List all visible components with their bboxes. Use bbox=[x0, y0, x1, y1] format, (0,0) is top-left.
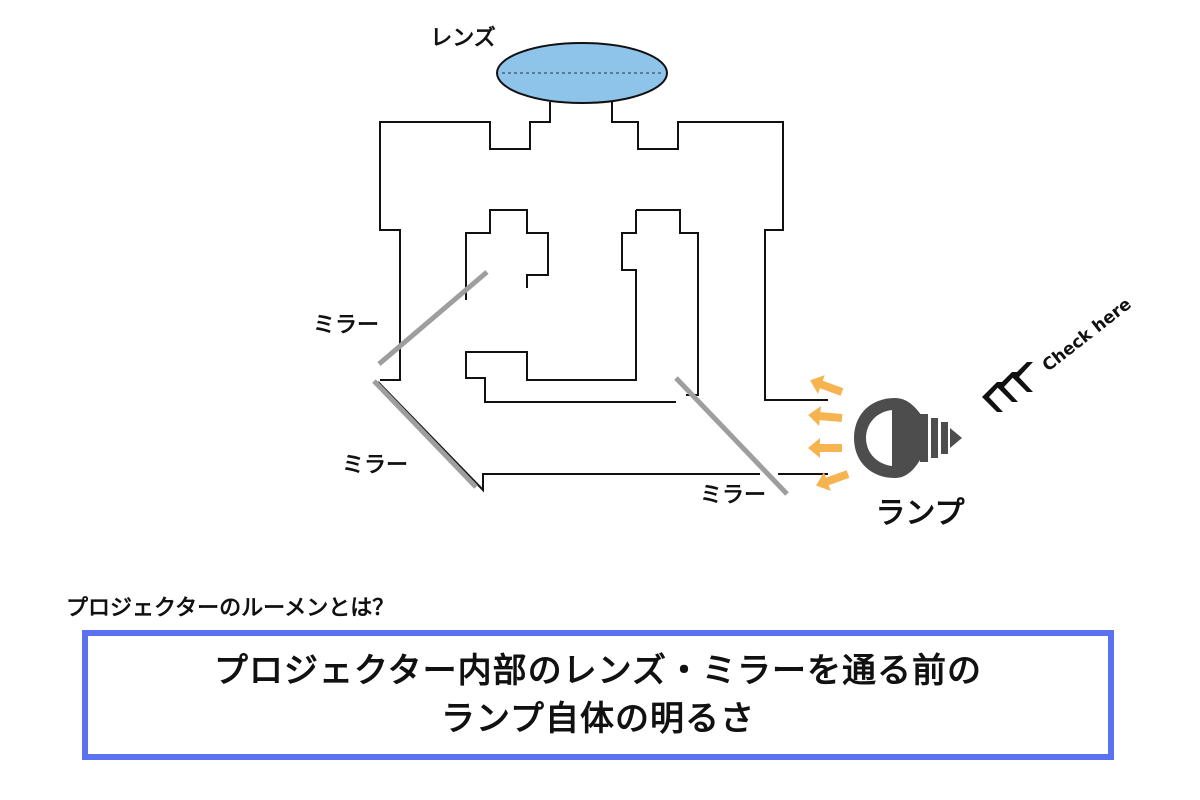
answer-line-1: プロジェクター内部のレンズ・ミラーを通る前の bbox=[214, 651, 982, 691]
mirror-label-1: ミラー bbox=[313, 313, 379, 338]
check-here-label: Check here bbox=[1039, 294, 1136, 376]
question-heading: プロジェクターのルーメンとは？ bbox=[66, 596, 395, 621]
lamp-label: ランプ bbox=[875, 496, 965, 531]
mirrors bbox=[372, 270, 789, 496]
arrow-icon bbox=[810, 375, 844, 396]
light-path-outline bbox=[377, 102, 828, 493]
light-arrows bbox=[808, 375, 850, 491]
projector-diagram: レンズ ミラー ミラー ミラー bbox=[313, 25, 1136, 531]
answer-box: プロジェクター内部のレンズ・ミラーを通る前の ランプ自体の明るさ bbox=[82, 630, 1114, 760]
arrow-icon bbox=[808, 438, 842, 458]
arrow-icon bbox=[816, 470, 850, 491]
mirror-top-left bbox=[377, 270, 489, 366]
lens bbox=[496, 42, 668, 104]
answer-line-2: ランプ自体の明るさ bbox=[441, 699, 755, 739]
arrow-icon bbox=[808, 406, 843, 427]
lens-label: レンズ bbox=[430, 25, 496, 51]
mirror-label-3: ミラー bbox=[700, 483, 766, 508]
mirror-label-2: ミラー bbox=[342, 453, 408, 478]
mirror-bottom-left bbox=[372, 379, 478, 489]
lamp-icon bbox=[854, 398, 962, 478]
chevron-left-icon bbox=[982, 362, 1033, 412]
mirror-right bbox=[674, 376, 789, 496]
